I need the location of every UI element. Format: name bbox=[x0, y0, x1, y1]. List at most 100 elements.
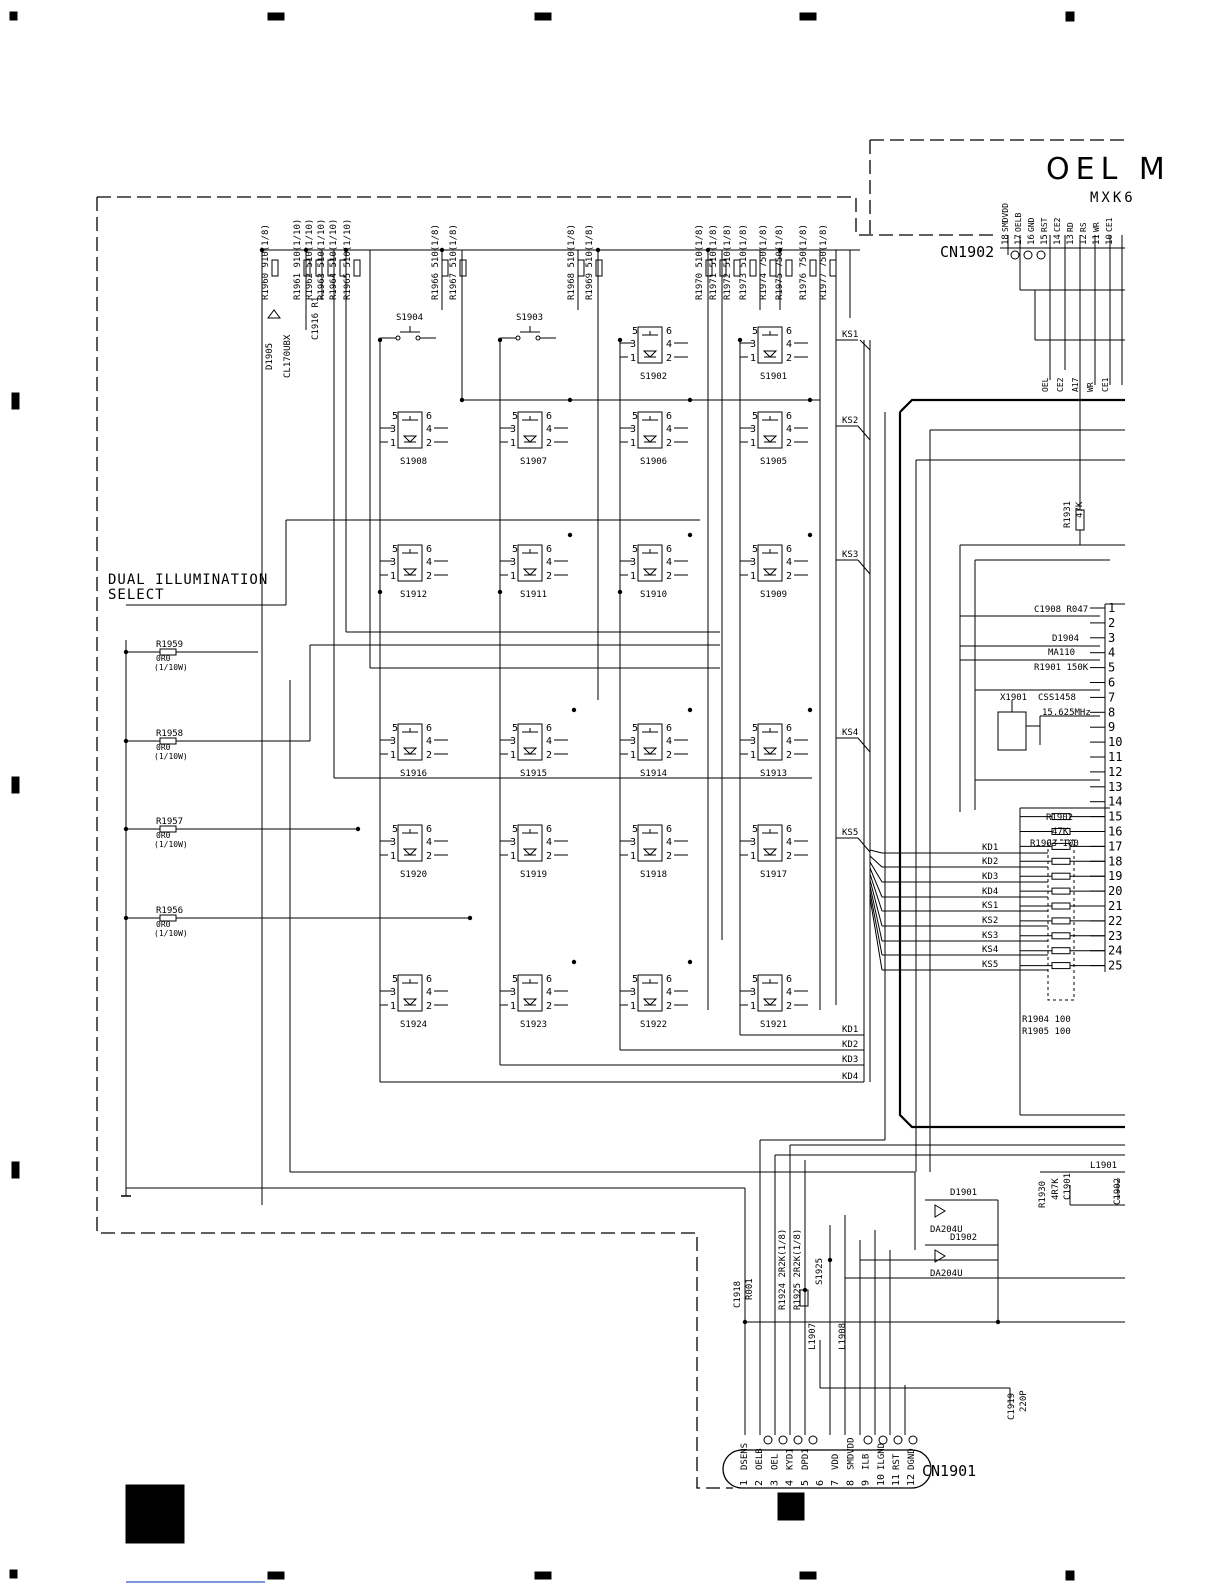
cn1902-pin-signal: GND bbox=[1027, 217, 1036, 232]
cn1902-pin-number: 14 bbox=[1053, 234, 1063, 245]
test-point-icon bbox=[1036, 250, 1046, 260]
pin-number: 4 bbox=[786, 837, 792, 848]
ic-pin-22: 22 bbox=[1108, 914, 1122, 928]
pin-number: 1 bbox=[390, 438, 396, 449]
board-outline bbox=[96, 197, 733, 1489]
pin-number: 3 bbox=[510, 987, 516, 998]
pin-number: 2 bbox=[666, 571, 672, 582]
test-point-icon bbox=[763, 1435, 773, 1445]
component-layer: R1960 910(1/8)R1961 910(1/10)R1962 510(1… bbox=[123, 203, 1123, 1486]
pin-number: 5 bbox=[752, 326, 758, 337]
cn1902-pin-number: 12 bbox=[1079, 234, 1089, 245]
pin-number: 3 bbox=[750, 837, 756, 848]
resistor-label-r1968: R1968 510(1/8) bbox=[567, 224, 577, 300]
pin-number: 4 bbox=[426, 837, 432, 848]
pin-number: 5 bbox=[752, 411, 758, 422]
cn1901-pin-signal: VDD bbox=[831, 1454, 841, 1470]
test-point-icon bbox=[863, 1435, 873, 1445]
test-point-icon bbox=[1010, 250, 1020, 260]
pin-number: 1 bbox=[390, 1001, 396, 1012]
junction-dot bbox=[802, 1287, 808, 1293]
pin-number: 3 bbox=[750, 339, 756, 350]
resistor-label-r1977: R1977 750(1/8) bbox=[819, 224, 829, 300]
wire bbox=[869, 867, 883, 898]
pin-number: 2 bbox=[666, 750, 672, 761]
cn1901-pin-signal: ILGND bbox=[877, 1443, 887, 1470]
pin-number: 1 bbox=[510, 750, 516, 761]
cn1901-pin-number: 7 bbox=[830, 1480, 841, 1486]
diode-d1905-part: CL170UBX bbox=[283, 334, 293, 378]
pin-number: 2 bbox=[786, 353, 792, 364]
pin-number: 5 bbox=[512, 544, 518, 555]
pin-number: 3 bbox=[630, 987, 636, 998]
ic-pin-9: 9 bbox=[1108, 720, 1115, 734]
pin-number: 5 bbox=[632, 411, 638, 422]
cn1901-pin-signal: OELB bbox=[755, 1448, 765, 1470]
series-resistor bbox=[1051, 857, 1071, 865]
switch-contact bbox=[535, 335, 541, 341]
cn1901-pin-number: 9 bbox=[861, 1480, 872, 1486]
pin-number: 1 bbox=[750, 750, 756, 761]
cn1902-pin-signal: OELB bbox=[1014, 213, 1023, 232]
resistor-body bbox=[339, 259, 347, 277]
registration-mark bbox=[9, 11, 18, 21]
inductor-l1908-label: L1908 bbox=[838, 1323, 848, 1350]
resistor-value: 0R0 bbox=[156, 920, 171, 929]
ic-pin-21: 21 bbox=[1108, 899, 1122, 913]
junction-dot bbox=[742, 1319, 748, 1325]
pin-number: 5 bbox=[392, 411, 398, 422]
cn1902-pin-signal: WR bbox=[1092, 222, 1101, 232]
pin-number: 2 bbox=[786, 1001, 792, 1012]
pin-number: 5 bbox=[512, 824, 518, 835]
cn1901-pin-signal: DPD1 bbox=[801, 1448, 811, 1470]
pin-number: 4 bbox=[666, 557, 672, 568]
pin-number: 2 bbox=[666, 353, 672, 364]
wire bbox=[869, 897, 883, 971]
pin-number: 5 bbox=[392, 974, 398, 985]
pin-number: 3 bbox=[750, 424, 756, 435]
registration-mark bbox=[1065, 1570, 1075, 1581]
net-label: WR bbox=[1086, 382, 1095, 392]
wire bbox=[869, 873, 883, 912]
resistor-label-r1963: R1963 510(1/10) bbox=[317, 219, 327, 300]
resistor-label: R1956 bbox=[156, 906, 183, 916]
resistor-body bbox=[733, 259, 741, 277]
junction-dot bbox=[595, 247, 601, 253]
cn1901-pin-number: 8 bbox=[845, 1480, 856, 1486]
net-label: CE2 bbox=[1056, 377, 1065, 392]
cn1901-pin-signal: ILB bbox=[862, 1454, 872, 1470]
series-resistor bbox=[1051, 842, 1071, 850]
switch-label: S1911 bbox=[520, 590, 547, 600]
connector-cn1901-label: CN1901 bbox=[922, 1462, 977, 1480]
series-resistor bbox=[1051, 962, 1071, 970]
pin-number: 5 bbox=[512, 723, 518, 734]
switch-s1903-label: S1903 bbox=[516, 313, 543, 323]
resistor-body bbox=[353, 259, 361, 277]
crystal-x1901 bbox=[997, 711, 1027, 751]
pin-number: 6 bbox=[426, 974, 432, 985]
annotation-line2: SELECT bbox=[108, 587, 165, 603]
resistor-power: (1/10W) bbox=[154, 752, 188, 761]
resistor-r1902-label: R1902 bbox=[1046, 813, 1073, 823]
resistor-r1904-label: R1904 100 bbox=[1022, 1015, 1071, 1025]
cn1902-pin-number: 16 bbox=[1027, 234, 1037, 245]
cn1902-pin-signal: RST bbox=[1040, 217, 1049, 232]
crystal-x1901-label: X1901 bbox=[1000, 693, 1027, 703]
cn1901-pin-signal: DSENS bbox=[740, 1443, 750, 1470]
ic-pin-8: 8 bbox=[1108, 705, 1115, 719]
resistor-body bbox=[595, 259, 603, 277]
pin-number: 3 bbox=[630, 557, 636, 568]
pin-number: 2 bbox=[666, 1001, 672, 1012]
pin-number: 2 bbox=[426, 571, 432, 582]
switch-s1904-label: S1904 bbox=[396, 313, 423, 323]
junction-dot bbox=[377, 337, 383, 343]
pin-number: 6 bbox=[546, 411, 552, 422]
pin-number: 4 bbox=[666, 837, 672, 848]
ic-pin-19: 19 bbox=[1108, 869, 1122, 883]
test-point-icon bbox=[893, 1435, 903, 1445]
